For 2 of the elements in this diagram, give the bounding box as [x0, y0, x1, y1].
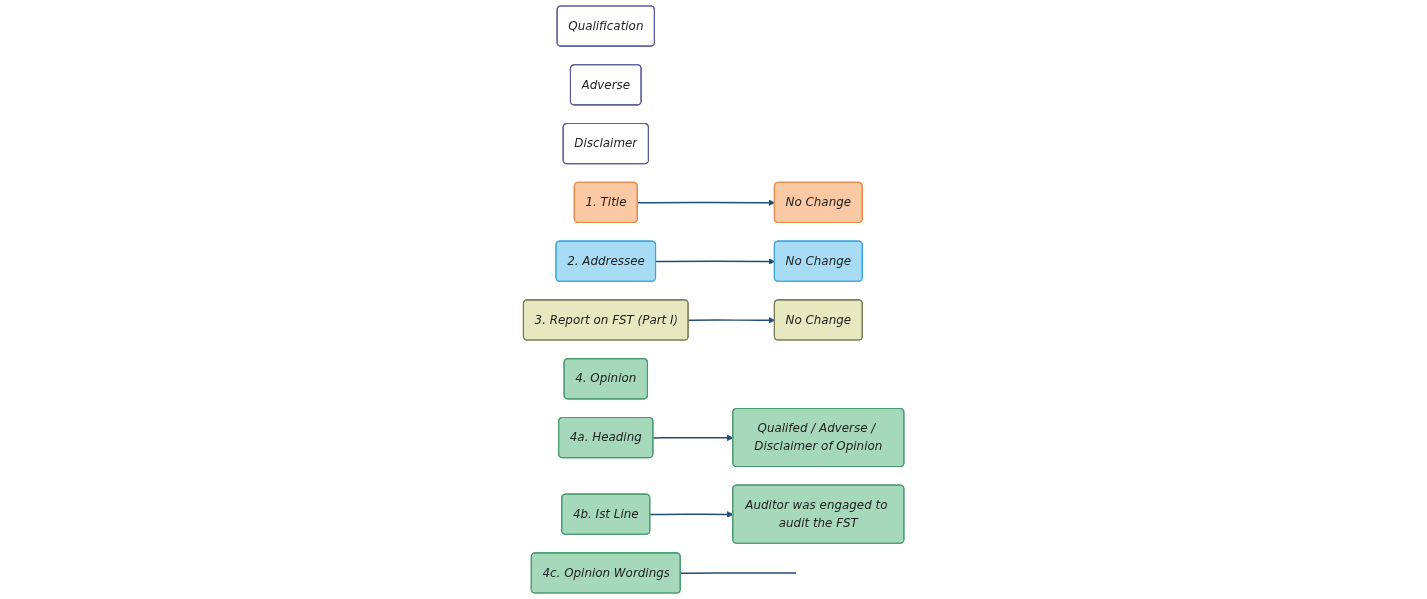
arrow — [687, 317, 775, 324]
arrow — [655, 258, 775, 265]
